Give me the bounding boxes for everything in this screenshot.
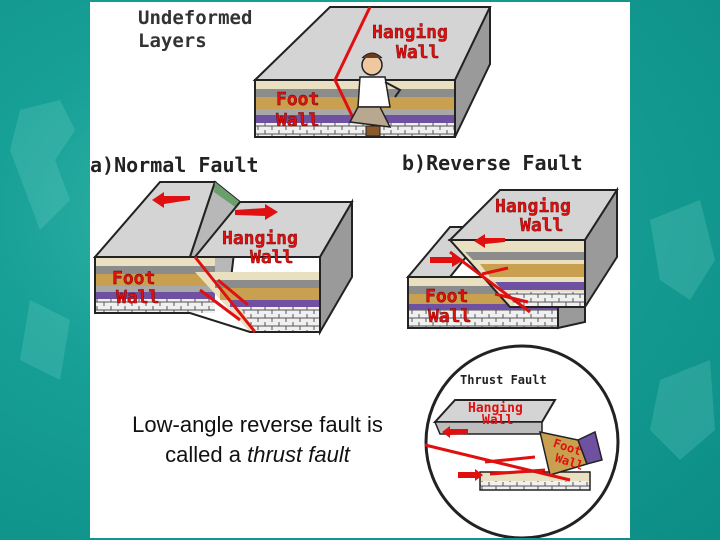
top-foot-label-line2: Wall [276,110,319,131]
fault-diagram: Undeformed Layers Hanging Wall Foot Wall… [90,6,620,538]
thrust-fault-title: Thrust Fault [460,373,547,387]
thrust-fault-inset [424,344,620,538]
caption-line2-emphasis: thrust fault [247,442,350,467]
reverse-foot-label-line1: Foot [425,286,468,307]
caption-line1: Low-angle reverse fault is [132,412,383,437]
person-figure [348,52,402,137]
reverse-foot-label-line2: Wall [428,306,471,327]
undeformed-title-line1: Undeformed [138,7,252,29]
normal-hanging-label-line2: Wall [250,247,293,268]
normal-fault-title: a)Normal Fault [90,153,259,177]
thrust-hanging-label-line2: Wall [482,413,513,428]
top-hanging-label-line1: Hanging [372,22,448,43]
slide-panel: Undeformed Layers Hanging Wall Foot Wall… [90,2,630,538]
thrust-hanging-label-line1: Hanging [468,401,523,416]
background-map-right [650,200,715,460]
top-hanging-label-line2: Wall [396,42,439,63]
normal-foot-label-line1: Foot [112,268,155,289]
reverse-fault-block [405,186,619,330]
normal-foot-label-line2: Wall [116,287,159,308]
background-map-left [10,100,75,380]
top-foot-label-line1: Foot [276,89,319,110]
caption-line2: called a thrust fault [90,440,425,470]
undeformed-title-line2: Layers [138,30,207,52]
reverse-hanging-label-line2: Wall [520,215,563,236]
caption-line2-prefix: called a [165,442,248,467]
reverse-hanging-label-line1: Hanging [495,196,571,217]
reverse-fault-title: b)Reverse Fault [402,151,583,175]
normal-hanging-label-line1: Hanging [222,228,298,249]
undeformed-title: Undeformed Layers [138,7,252,52]
thrust-caption: Low-angle reverse fault is called a thru… [90,410,425,470]
normal-fault-block [92,180,354,336]
